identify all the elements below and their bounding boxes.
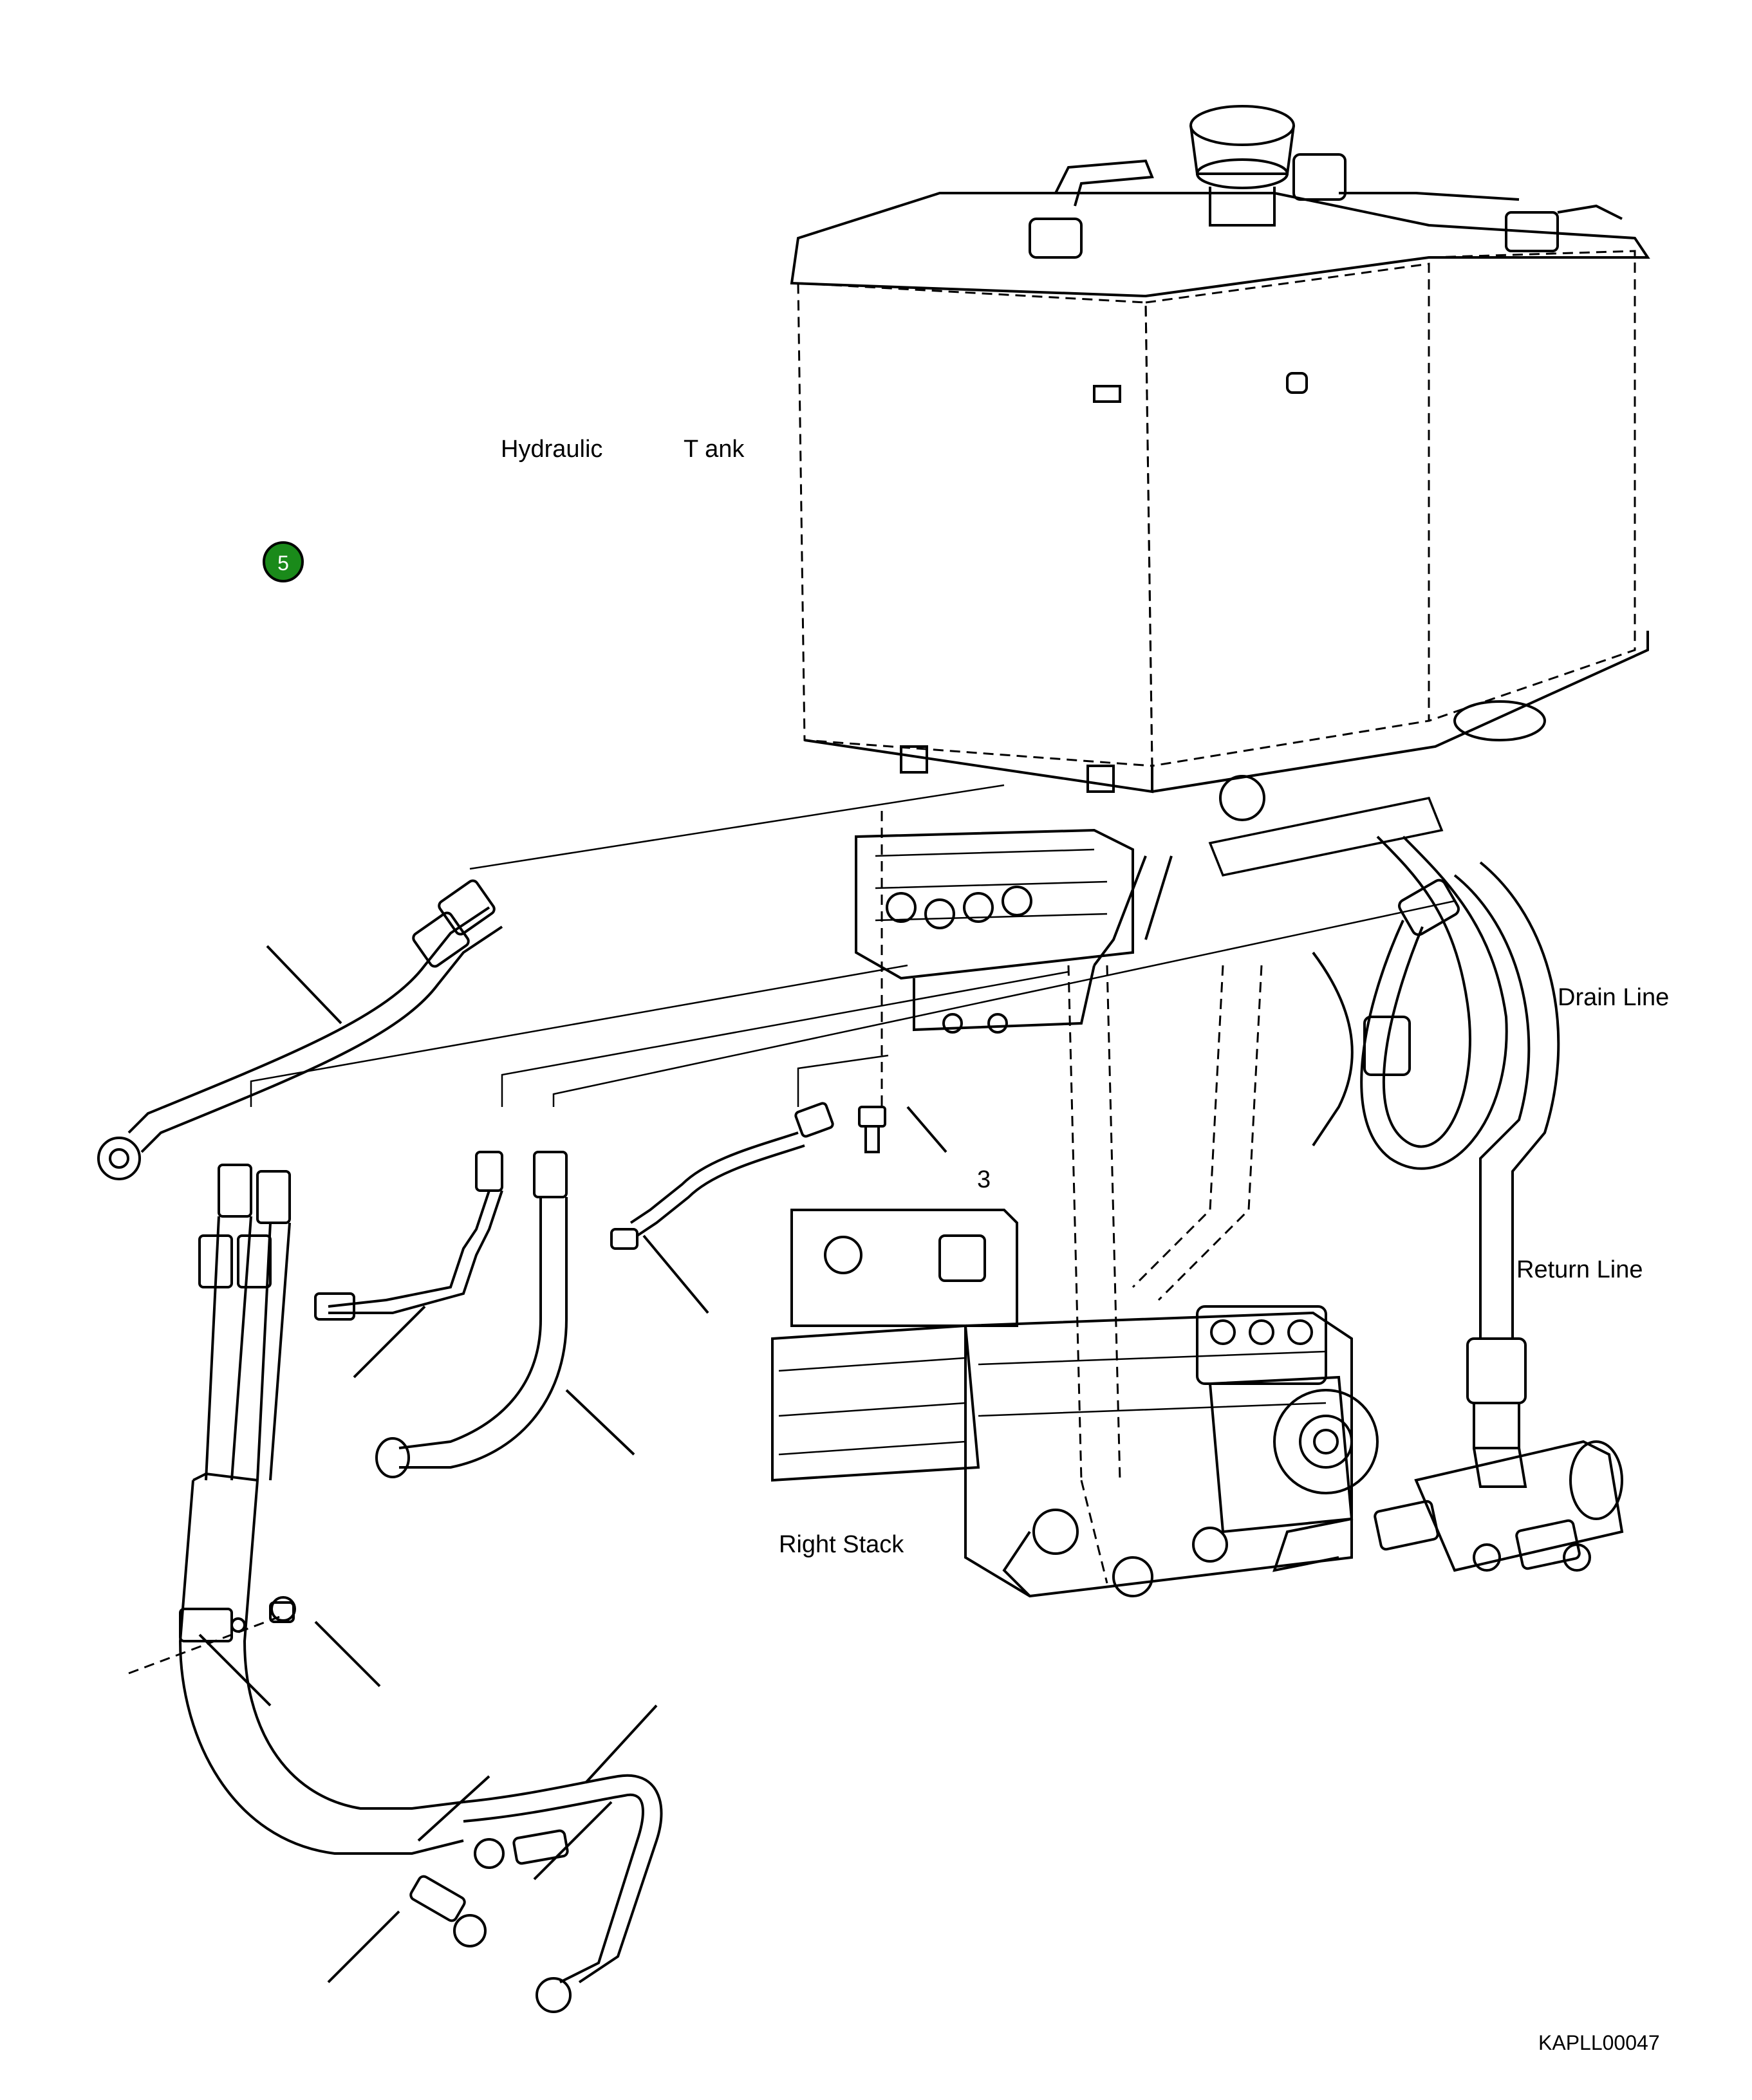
control-valve-block [855,828,1134,1034]
hydraulic-label: Hydraulic [501,436,602,463]
hydraulic-tank [790,105,1650,794]
return-manifold [1272,1440,1624,1572]
hose-assembly-4 [610,1102,834,1250]
tank-outlet-piping [1093,775,1444,967]
figure-code: KAPLL00047 [1538,2031,1660,2054]
clamp-bolt [269,1601,295,1623]
suction-pipes [1067,951,1354,1481]
mounting-bolt [858,1106,886,1153]
right-stack-label: Right Stack [779,1531,904,1558]
callout-lines [198,945,947,1984]
return-line-hose [1453,861,1560,1488]
callout-3-label: 3 [977,1166,991,1193]
tank-label: T ank [684,436,745,463]
hose-bundle [178,1164,663,2013]
hose-assembly-3 [375,1151,568,1478]
callout-marker-5[interactable]: 5 [263,541,304,582]
marker-circle[interactable] [263,541,304,582]
hose-assembly-1 [97,879,503,1180]
drain-line-hose [1360,835,1508,1170]
return-line-label: Return Line [1516,1256,1643,1283]
drain-line-label: Drain Line [1558,984,1669,1011]
right-stack-pump [771,1209,1379,1598]
marker-number: 5 [277,552,289,575]
leader-lines [128,784,1455,1675]
hose-assembly-2 [314,1151,503,1321]
